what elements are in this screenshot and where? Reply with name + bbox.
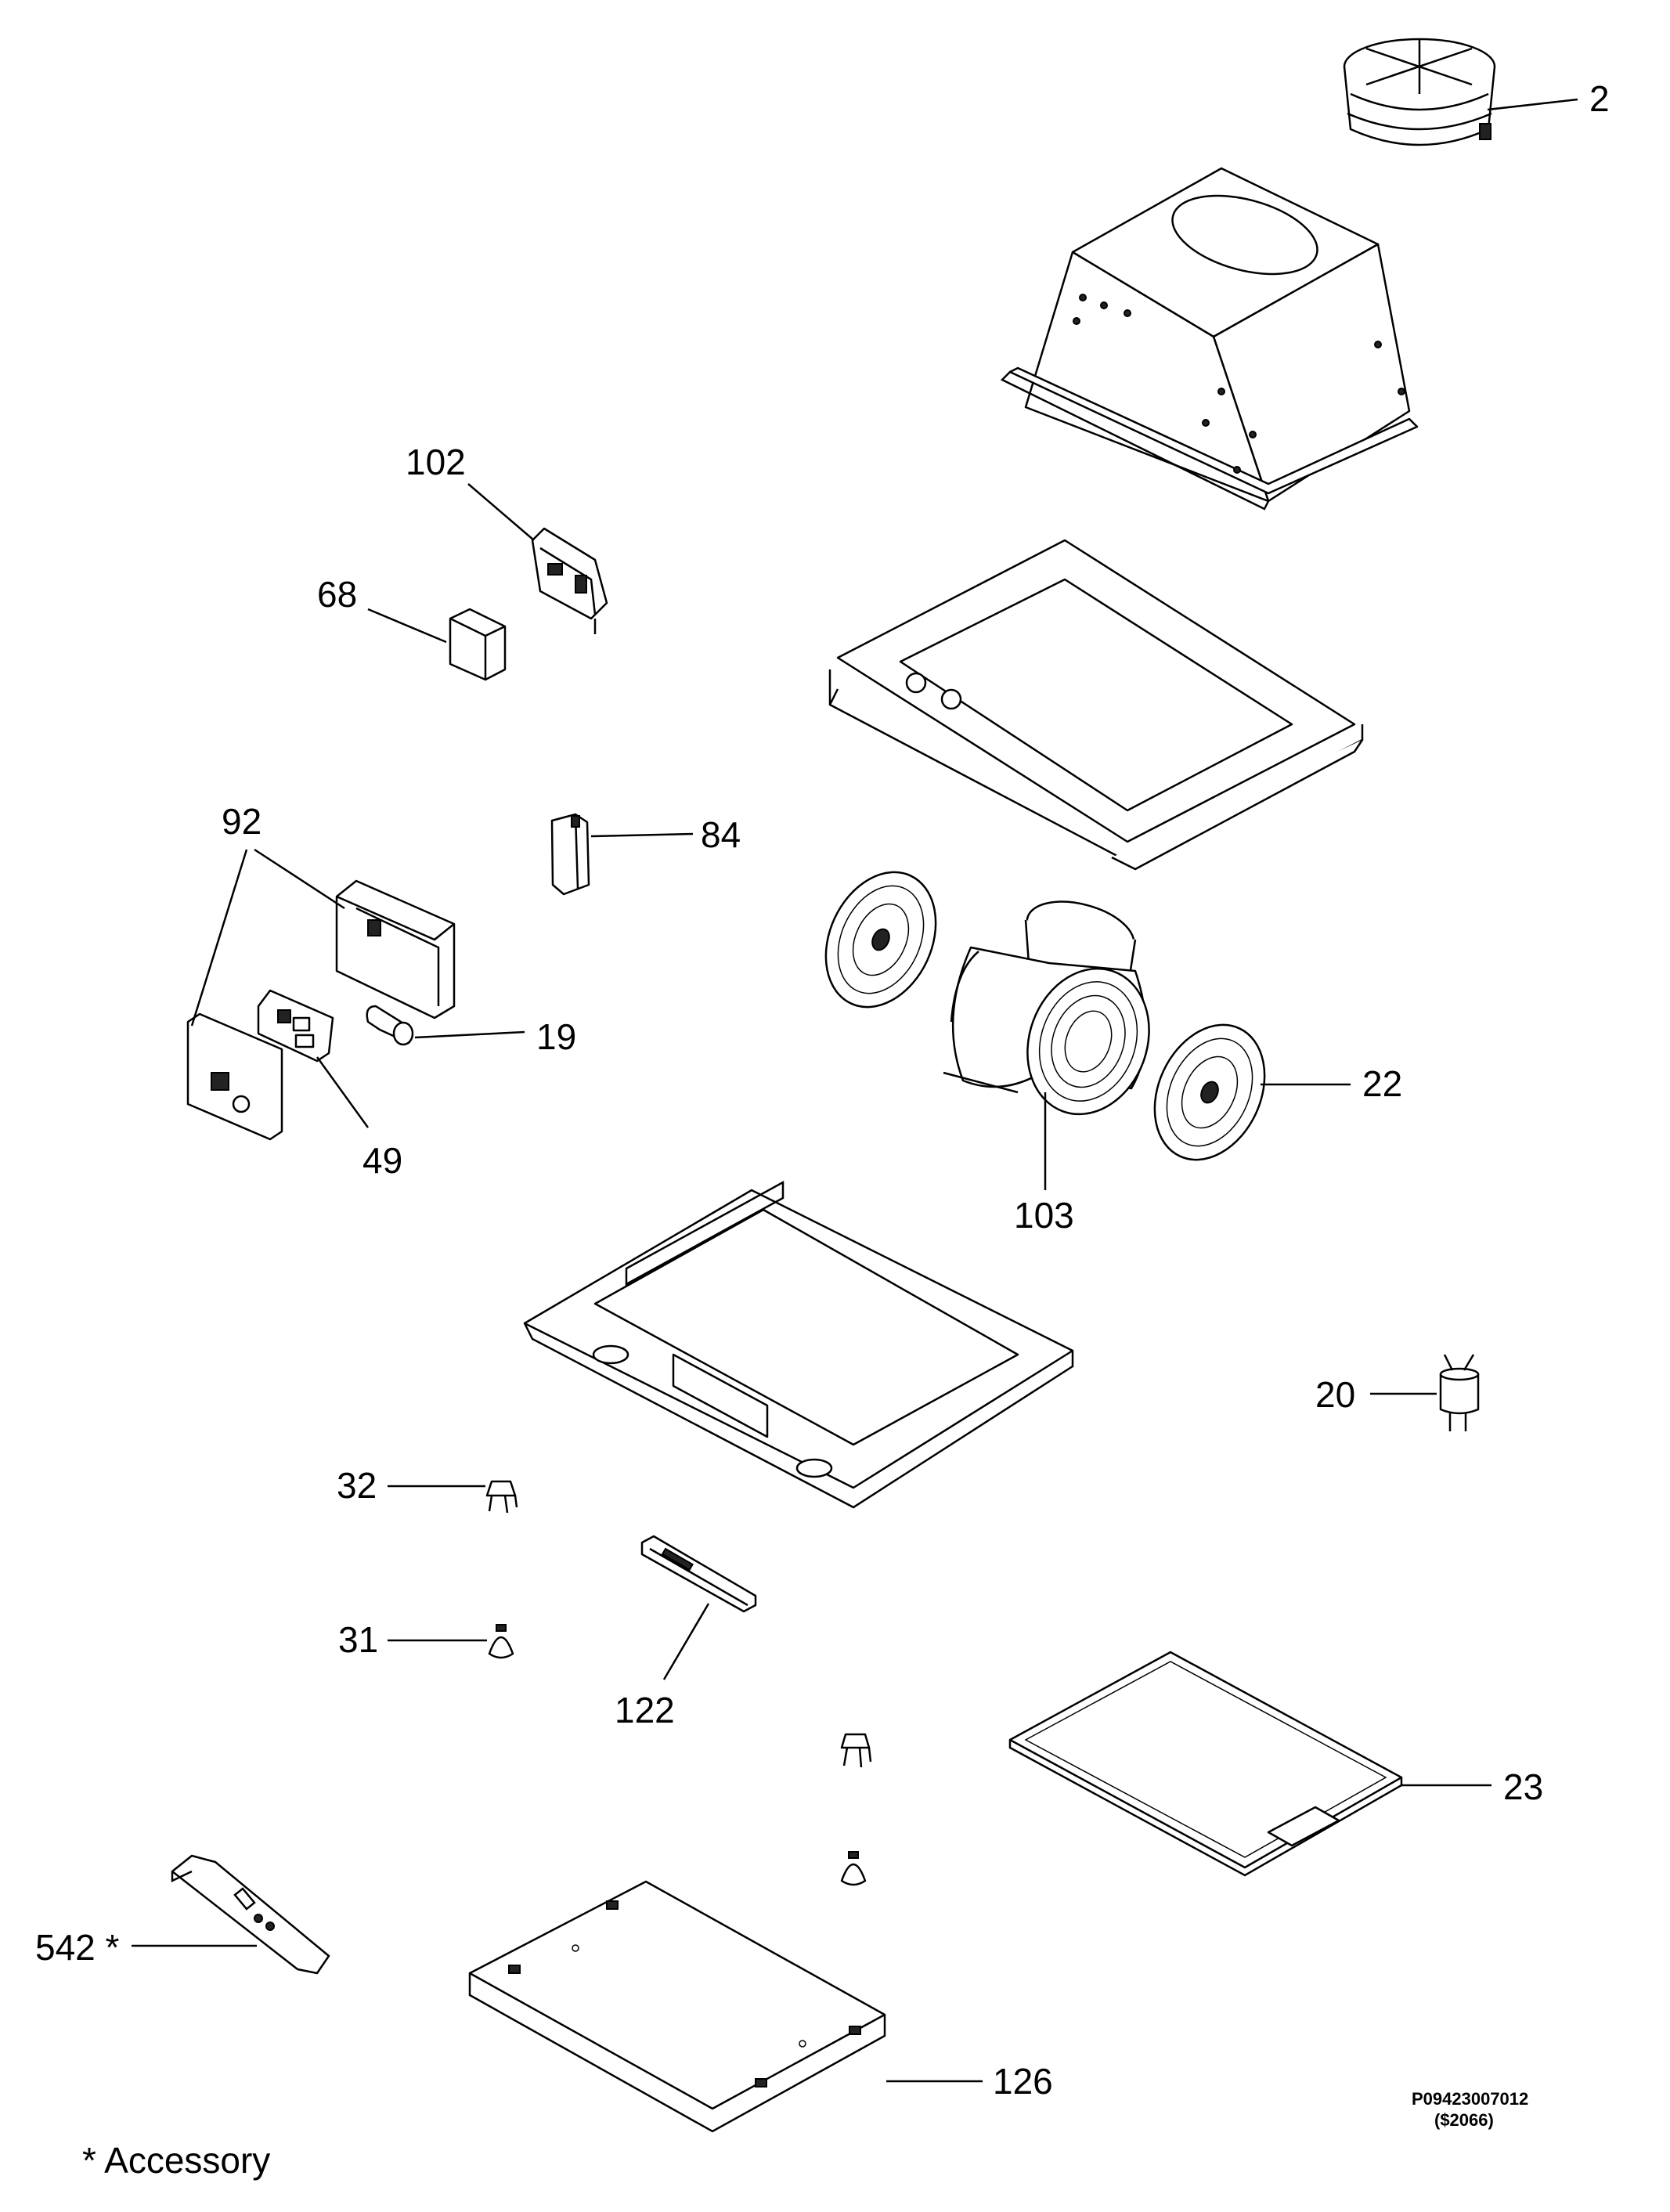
part-hood-frame: [523, 1180, 1074, 1509]
leader-84: [590, 832, 694, 838]
part-19-capacitor: [366, 1005, 414, 1046]
part-20-component: [1439, 1354, 1480, 1431]
label-31: 31: [338, 1619, 378, 1660]
accessory-footnote: * Accessory: [82, 2140, 270, 2181]
label-122: 122: [615, 1690, 675, 1730]
part-lamp-2: [840, 1851, 867, 1886]
label-84: 84: [701, 814, 741, 855]
label-92: 92: [222, 801, 262, 842]
leader-19: [414, 1030, 525, 1039]
label-20: 20: [1315, 1374, 1355, 1415]
part-126-glass-panel: [468, 1880, 886, 2133]
part-542-accessory: [171, 1854, 330, 1975]
label-19: 19: [536, 1016, 576, 1057]
label-68: 68: [317, 574, 357, 615]
part-68-box: [449, 608, 507, 681]
part-22-fan-cover-left: [824, 871, 937, 1009]
part-102-bracket: [531, 527, 608, 634]
leader-68: [367, 608, 447, 644]
leader-2: [1487, 98, 1578, 111]
part-84-module: [550, 813, 590, 896]
drawing-code: P09423007012: [1412, 2089, 1528, 2109]
label-126: 126: [993, 2061, 1053, 2102]
leader-49: [316, 1056, 370, 1128]
leader-122: [662, 1603, 710, 1680]
label-102: 102: [406, 442, 466, 482]
part-122-light-bar: [640, 1535, 757, 1613]
label-103: 103: [1014, 1195, 1074, 1236]
label-2: 2: [1589, 78, 1610, 119]
part-filter-frame: [828, 539, 1364, 871]
part-chimney-housing: [1000, 167, 1419, 511]
part-92-control-panel: [186, 1012, 283, 1141]
part-31-lamp: [488, 1624, 514, 1659]
leader-102: [467, 483, 535, 541]
label-542: 542 *: [35, 1927, 120, 1968]
part-103-blower: [943, 900, 1150, 1116]
part-49-pcb: [257, 989, 334, 1063]
drawing-revision: ($2066): [1434, 2110, 1494, 2130]
part-lamp-holder-2: [840, 1733, 872, 1768]
leader-92-a: [254, 848, 345, 910]
label-32: 32: [337, 1465, 377, 1506]
label-49: 49: [362, 1140, 402, 1181]
part-92-control-housing: [335, 879, 456, 1019]
part-2-duct-connector: [1343, 38, 1496, 146]
part-23-grease-filter: [1008, 1651, 1403, 1877]
leader-92-b: [190, 849, 248, 1027]
part-22-fan-cover-right: [1153, 1023, 1266, 1161]
part-32-lamp-holder: [485, 1480, 518, 1514]
label-22: 22: [1362, 1063, 1402, 1104]
label-23: 23: [1503, 1766, 1543, 1807]
